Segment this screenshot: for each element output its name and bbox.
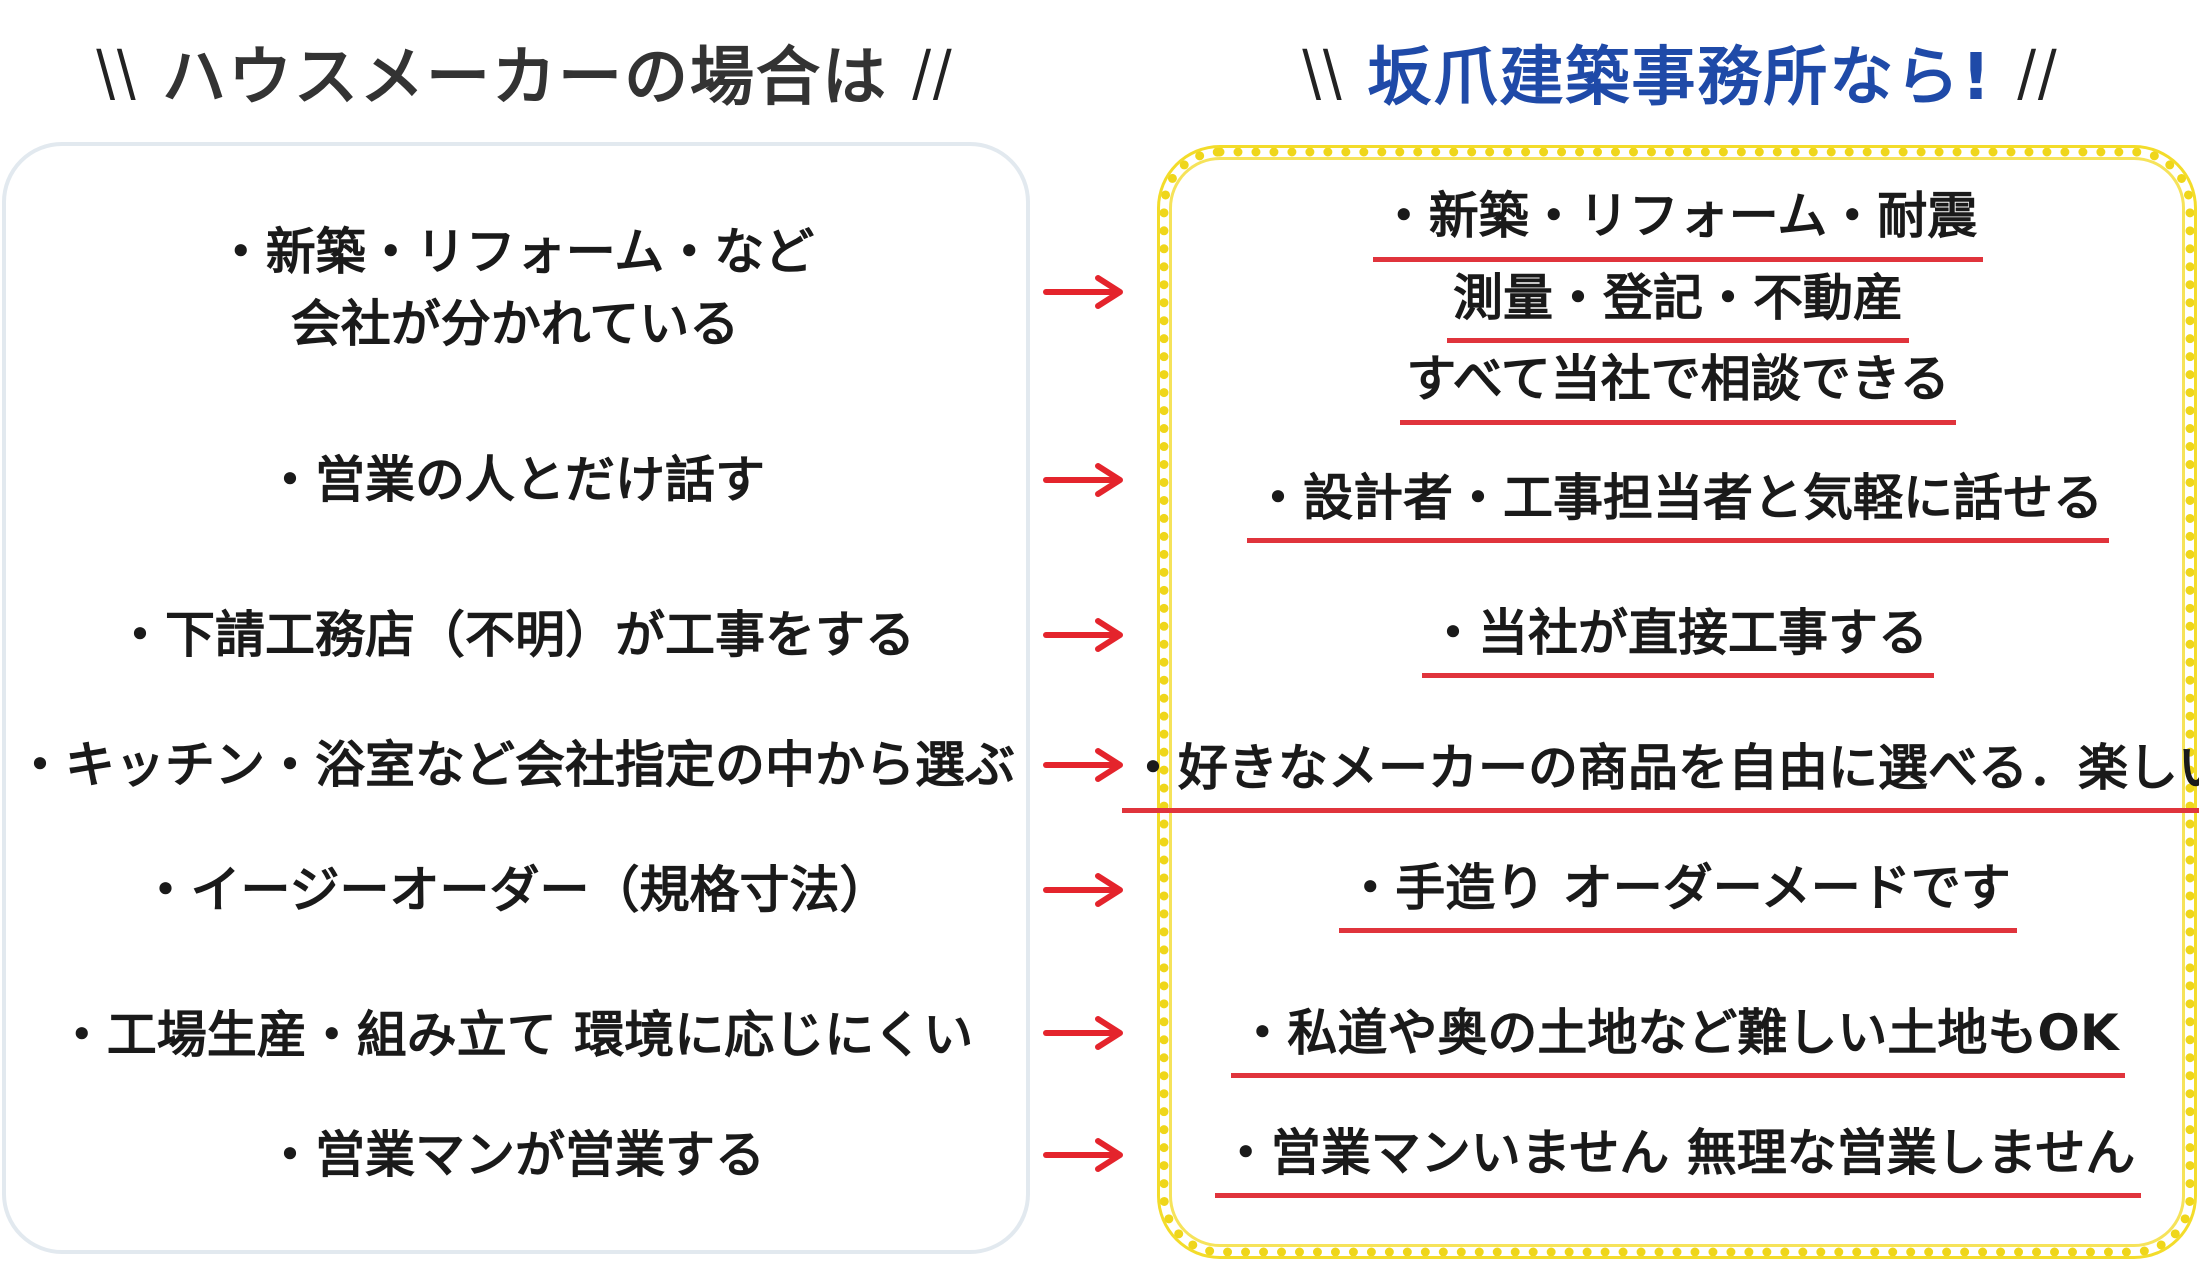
right-item-line: ・私道や奥の土地など難しい土地もOK	[1231, 997, 2125, 1079]
right-item-3: ・当社が直接工事する	[1178, 590, 2178, 685]
arrow-right-icon	[1043, 873, 1123, 907]
left-item-line: 会社が分かれている	[290, 295, 740, 353]
left-item-7: ・営業マンが営業する	[20, 1110, 1010, 1200]
right-item-6: ・私道や奥の土地など難しい土地もOK	[1178, 990, 2178, 1085]
right-item-7: ・営業マンいません 無理な営業しません	[1178, 1110, 2178, 1205]
left-item-2: ・営業の人とだけ話す	[20, 435, 1010, 525]
left-item-4: ・キッチン・浴室など会社指定の中から選ぶ	[15, 720, 1015, 810]
right-item-line: ・営業マンいません 無理な営業しません	[1214, 1117, 2142, 1199]
slash-mark-left: \\	[96, 35, 138, 109]
left-item-line: ・下請工務店（不明）が工事をする	[115, 605, 915, 664]
right-item-2: ・設計者・工事担当者と気軽に話せる	[1178, 455, 2178, 550]
heading-left: \\ ハウスメーカーの場合は //	[55, 22, 995, 122]
arrow-right-icon	[1043, 618, 1123, 652]
right-item-4: ・好きなメーカーの商品を自由に選べる．楽しい	[1122, 725, 2199, 820]
housemaker-panel	[2, 142, 1030, 1254]
left-item-1: ・新築・リフォーム・など 会社が分かれている	[20, 198, 1010, 378]
right-item-line: ・新築・リフォーム・耐震	[1372, 180, 1984, 262]
right-item-1: ・新築・リフォーム・耐震 測量・登記・不動産 すべて当社で相談できる	[1178, 180, 2178, 425]
heading-right-text: 坂爪建築事務所なら!	[1367, 41, 1993, 115]
right-item-line: ・当社が直接工事する	[1422, 597, 1934, 679]
right-item-line: ・設計者・工事担当者と気軽に話せる	[1247, 462, 2109, 544]
arrow-right-icon	[1043, 463, 1123, 497]
right-item-line: ・手造り オーダーメードです	[1339, 852, 2017, 934]
left-item-line: ・新築・リフォーム・など	[215, 222, 815, 281]
right-item-line: すべて当社で相談できる	[1400, 343, 1956, 425]
left-item-6: ・工場生産・組み立て 環境に応じにくい	[20, 990, 1010, 1080]
left-item-line: ・営業マンが営業する	[265, 1125, 765, 1184]
arrow-right-icon	[1043, 275, 1123, 309]
sakazume-panel	[1160, 148, 2194, 1256]
left-item-line: ・工場生産・組み立て 環境に応じにくい	[56, 1005, 974, 1064]
right-item-5: ・手造り オーダーメードです	[1178, 845, 2178, 940]
heading-left-text: ハウスメーカーの場合は	[162, 41, 888, 115]
slash-mark-right: //	[912, 35, 954, 109]
arrow-right-icon	[1043, 1016, 1123, 1050]
slash-mark-right: //	[2016, 35, 2059, 109]
left-item-5: ・イージーオーダー（規格寸法）	[20, 845, 1010, 935]
left-item-3: ・下請工務店（不明）が工事をする	[20, 590, 1010, 680]
left-item-line: ・キッチン・浴室など会社指定の中から選ぶ	[15, 735, 1015, 794]
arrow-right-icon	[1043, 1138, 1123, 1172]
left-item-line: ・イージーオーダー（規格寸法）	[140, 860, 890, 919]
right-item-line: ・好きなメーカーの商品を自由に選べる．楽しい	[1122, 732, 2199, 814]
heading-right: \\ 坂爪建築事務所なら! //	[1180, 22, 2180, 122]
slash-mark-left: \\	[1301, 35, 1344, 109]
arrow-right-icon	[1043, 748, 1123, 782]
right-item-line: 測量・登記・不動産	[1447, 262, 1909, 344]
left-item-line: ・営業の人とだけ話す	[265, 450, 765, 509]
